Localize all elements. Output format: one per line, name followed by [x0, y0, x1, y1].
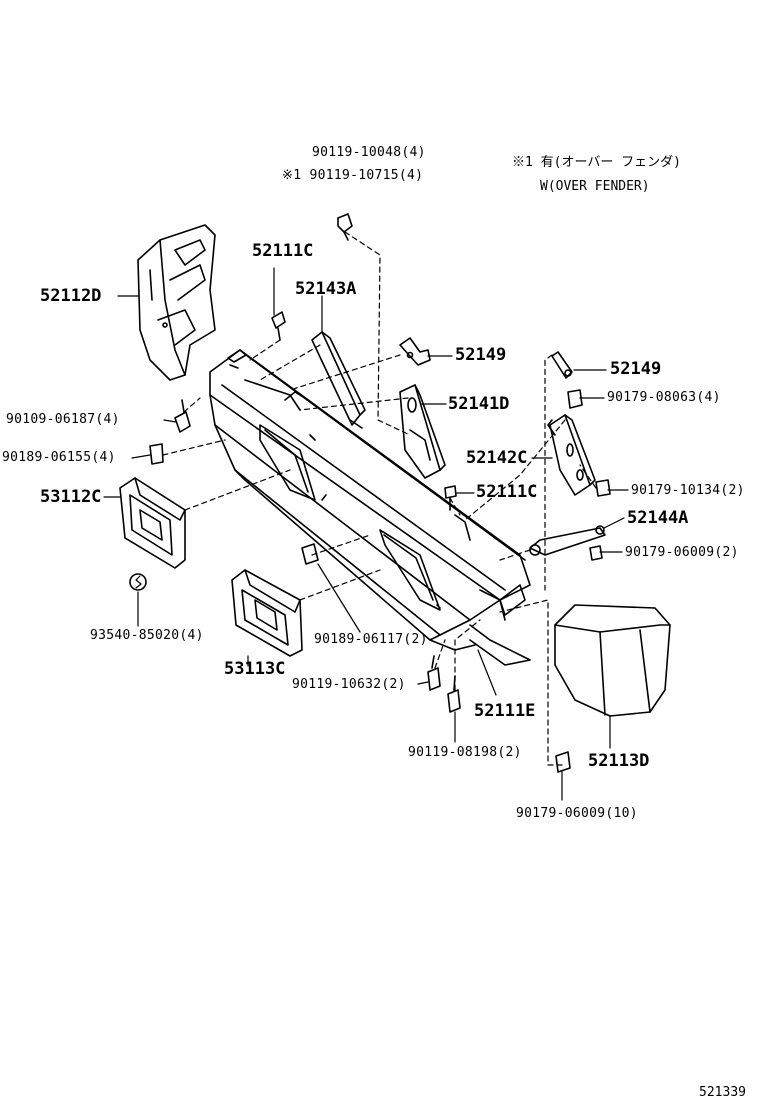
part-label-90109-06187: 90109-06187(4) [6, 412, 120, 427]
part-label-90119-08198: 90119-08198(2) [408, 745, 522, 760]
stay-52144a [529, 525, 606, 556]
part-label-52112d: 52112D [40, 286, 102, 306]
bezel-53112c [119, 477, 186, 569]
part-label-52144a: 52144A [627, 508, 689, 528]
bumper-end-right-52113d [554, 604, 671, 717]
part-label-53113c: 53113C [224, 659, 286, 679]
part-label-90119-10048: 90119-10048(4) [312, 145, 426, 160]
part-label-90119-10632: 90119-10632(2) [292, 677, 406, 692]
bracket-52149-right [551, 351, 573, 379]
part-label-52141d: 52141D [448, 394, 510, 414]
part-label-90189-06155: 90189-06155(4) [2, 450, 116, 465]
bracket-52149-mid [399, 337, 431, 366]
part-label-52113d: 52113D [588, 751, 650, 771]
note-line-2: W(OVER FENDER) [540, 179, 650, 194]
part-label-90179-08063: 90179-08063(4) [607, 390, 721, 405]
note-line-1: ※1 有(オーバー フェンダ) [512, 155, 682, 170]
part-label-90119-10715: ※1 90119-10715(4) [282, 168, 424, 183]
part-label-90189-06117: 90189-06117(2) [314, 632, 428, 647]
part-label-52149-mid: 52149 [455, 345, 507, 365]
brace-52143a [311, 331, 366, 429]
bumper-reinforcement-52111 [209, 349, 531, 666]
bracket-52142c [547, 414, 596, 496]
part-label-90179-06009-10: 90179-06009(10) [516, 806, 638, 821]
part-label-90179-06009-2: 90179-06009(2) [625, 545, 739, 560]
drawing-number: 521339 [699, 1085, 746, 1100]
part-label-93540-85020: 93540-85020(4) [90, 628, 204, 643]
part-label-52111e: 52111E [474, 701, 536, 721]
part-label-53112c: 53112C [40, 487, 102, 507]
leader-lines [103, 267, 629, 801]
part-label-52142c: 52142C [466, 448, 528, 468]
part-label-52111c-mid: 52111C [476, 482, 538, 502]
part-label-90179-10134: 90179-10134(2) [631, 483, 745, 498]
fastener-bolts [129, 213, 611, 773]
bezel-53113c [231, 569, 303, 657]
bracket-52141d [399, 384, 446, 479]
part-label-52111c-top: 52111C [252, 241, 314, 261]
part-label-52149-right: 52149 [610, 359, 662, 379]
assembly-guide-lines [162, 231, 597, 766]
bumper-end-left-52112d [137, 224, 216, 381]
part-label-52143a: 52143A [295, 279, 357, 299]
